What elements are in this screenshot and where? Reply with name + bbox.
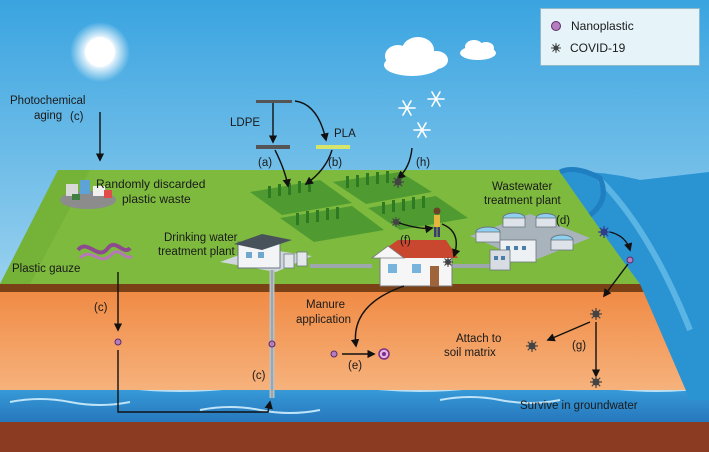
plastic-waste-icon	[60, 180, 116, 209]
covid-virus-marker	[391, 176, 610, 388]
label-attach-1: Attach to	[456, 333, 502, 345]
bedrock-layer	[0, 420, 709, 452]
label-pla: PLA	[334, 128, 356, 140]
label-h: (h)	[416, 157, 431, 169]
farmer-icon	[433, 207, 441, 237]
label-photochemical: Photochemical	[10, 95, 86, 107]
label-wwtp-1: Wastewater	[492, 181, 553, 193]
label-plastic-gauze: Plastic gauze	[12, 263, 81, 275]
ldpe-bar	[256, 145, 290, 149]
label-attach-2: soil matrix	[444, 347, 496, 359]
label-g: (g)	[572, 340, 587, 352]
label-ldpe: LDPE	[230, 117, 261, 129]
label-wwtp-2: treatment plant	[484, 195, 561, 207]
drinking-water-plant-icon	[220, 234, 312, 272]
sun-core	[85, 37, 115, 67]
crop-field	[250, 171, 468, 242]
legend: Nanoplastic COVID-19	[540, 8, 700, 66]
label-dwtp-2: treatment plant	[158, 246, 235, 258]
label-dwtp-1: Drinking water	[164, 232, 238, 244]
label-manure-2: application	[296, 314, 351, 326]
snowflake-icon	[398, 91, 445, 138]
label-waste-2: plastic waste	[122, 192, 191, 206]
process-arrows	[95, 100, 633, 413]
label-aging: aging	[34, 110, 63, 122]
soil-edge	[0, 284, 709, 292]
pla-bar	[316, 145, 350, 149]
cloud-icon	[384, 37, 448, 76]
wastewater-plant-icon	[470, 212, 590, 271]
label-c-left: (c)	[94, 302, 108, 314]
label-waste-1: Randomly discarded	[96, 177, 206, 191]
label-survive-groundwater: Survive in groundwater	[520, 400, 638, 412]
label-f: (f)	[400, 235, 411, 247]
plastic-gauze-icon	[76, 242, 132, 255]
label-e: (e)	[348, 360, 363, 372]
nanoplastic-marker	[114, 256, 634, 358]
label-b: (b)	[328, 157, 343, 169]
label-c-pipe: (c)	[252, 370, 266, 382]
label-d: (d)	[556, 215, 571, 227]
cloud-icon-small	[460, 40, 496, 60]
covid-icon	[551, 43, 561, 53]
legend-item-nanoplastic: Nanoplastic	[551, 19, 634, 33]
label-c-aging: (c)	[70, 111, 84, 123]
house-icon	[370, 240, 458, 287]
label-a: (a)	[258, 157, 273, 169]
label-manure-1: Manure	[306, 299, 345, 311]
ldpe-pla-source-bar	[256, 100, 292, 103]
legend-item-covid: COVID-19	[551, 41, 625, 55]
ocean	[560, 171, 709, 400]
nanoplastic-icon	[551, 21, 561, 31]
legend-label-covid: COVID-19	[570, 41, 626, 55]
legend-label-nanoplastic: Nanoplastic	[571, 19, 634, 33]
